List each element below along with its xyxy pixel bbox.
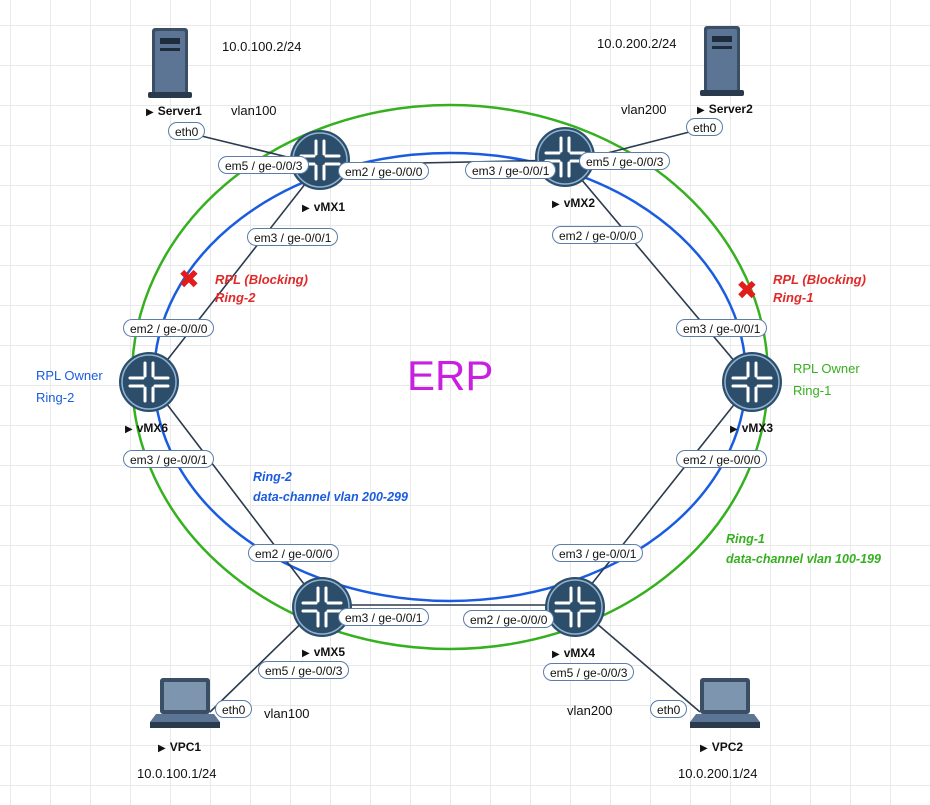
port-vmx5-em5[interactable]: em5 / ge-0/0/3 xyxy=(258,661,350,679)
link-vmx6-vmx5 xyxy=(149,381,321,606)
address-server2: 10.0.200.2/24 xyxy=(597,36,677,51)
router-vmx5-icon[interactable] xyxy=(292,577,352,637)
node-label-vpc2: VPC2 xyxy=(700,740,743,754)
port-vmx2-em3[interactable]: em3 / ge-0/0/1 xyxy=(465,161,557,179)
node-label-vmx3: vMX3 xyxy=(730,421,773,435)
link-vmx2-vmx3 xyxy=(564,159,753,383)
port-server1-eth0[interactable]: eth0 xyxy=(168,122,206,140)
address-server1: 10.0.100.2/24 xyxy=(222,39,302,54)
port-vmx2-em2[interactable]: em2 / ge-0/0/0 xyxy=(552,226,644,244)
port-vmx4-em3[interactable]: em3 / ge-0/0/1 xyxy=(552,544,644,562)
rpl-ring1-line1: RPL (Blocking) xyxy=(773,272,866,287)
ring1-description: Ring-1 data-channel vlan 100-199 xyxy=(726,529,881,569)
rpl-ring2-annotation: RPL (Blocking) Ring-2 xyxy=(215,271,308,307)
rpl-ring2-line1: RPL (Blocking) xyxy=(215,272,308,287)
vlan-vpc1: vlan100 xyxy=(264,706,310,721)
ring1-vlans: data-channel vlan 100-199 xyxy=(726,552,881,566)
port-vmx3-em2[interactable]: em2 / ge-0/0/0 xyxy=(676,450,768,468)
router-vmx3-icon[interactable] xyxy=(722,352,782,412)
port-vmx1-em3[interactable]: em3 / ge-0/0/1 xyxy=(247,228,339,246)
router-vmx6-icon[interactable] xyxy=(119,352,179,412)
port-vmx5-em2[interactable]: em2 / ge-0/0/0 xyxy=(248,544,340,562)
vlan-server1: vlan100 xyxy=(231,103,277,118)
owner-ring2-line1: RPL Owner xyxy=(36,368,103,383)
node-label-vmx5: vMX5 xyxy=(302,645,345,659)
port-vpc1-eth0[interactable]: eth0 xyxy=(215,700,253,718)
router-vmx4-icon[interactable] xyxy=(545,577,605,637)
port-vmx2-em5[interactable]: em5 / ge-0/0/3 xyxy=(579,152,671,170)
red-x-icon: ✖ xyxy=(736,275,758,305)
port-vmx6-em2[interactable]: em2 / ge-0/0/0 xyxy=(123,319,215,337)
vlan-vpc2: vlan200 xyxy=(567,703,613,718)
address-vpc1: 10.0.100.1/24 xyxy=(137,766,217,781)
rpl-owner-ring2: RPL Owner Ring-2 xyxy=(36,365,103,409)
node-label-server1: Server1 xyxy=(146,104,202,118)
rpl-ring2-line2: Ring-2 xyxy=(215,290,256,305)
rpl-ring1-annotation: RPL (Blocking) Ring-1 xyxy=(773,271,866,307)
node-label-vmx2: vMX2 xyxy=(552,196,595,210)
ring2-name: Ring-2 xyxy=(253,470,292,484)
port-vmx1-em5[interactable]: em5 / ge-0/0/3 xyxy=(218,156,310,174)
port-server2-eth0[interactable]: eth0 xyxy=(686,118,724,136)
node-label-vmx1: vMX1 xyxy=(302,200,345,214)
rpl-ring1-line2: Ring-1 xyxy=(773,290,814,305)
rpl-owner-ring1: RPL Owner Ring-1 xyxy=(793,358,860,402)
port-vmx5-em3[interactable]: em3 / ge-0/0/1 xyxy=(338,608,430,626)
port-vpc2-eth0[interactable]: eth0 xyxy=(650,700,688,718)
server1-icon[interactable] xyxy=(148,28,192,98)
port-vmx3-em3[interactable]: em3 / ge-0/0/1 xyxy=(676,319,768,337)
node-label-vpc1: VPC1 xyxy=(158,740,201,754)
owner-ring1-line1: RPL Owner xyxy=(793,361,860,376)
port-vmx1-em2[interactable]: em2 / ge-0/0/0 xyxy=(338,162,430,180)
link-vmx3-vmx4 xyxy=(574,381,753,606)
link-vmx1-vmx6 xyxy=(149,164,321,383)
port-vmx6-em3[interactable]: em3 / ge-0/0/1 xyxy=(123,450,215,468)
red-x-icon: ✖ xyxy=(178,264,200,294)
server2-icon[interactable] xyxy=(700,26,744,96)
owner-ring2-line2: Ring-2 xyxy=(36,390,75,405)
owner-ring1-line2: Ring-1 xyxy=(793,383,832,398)
diagram-title: ERP xyxy=(407,352,494,399)
ring2-vlans: data-channel vlan 200-299 xyxy=(253,490,408,504)
address-vpc2: 10.0.200.1/24 xyxy=(678,766,758,781)
node-label-server2: Server2 xyxy=(697,102,753,116)
port-vmx4-em2[interactable]: em2 / ge-0/0/0 xyxy=(463,610,555,628)
port-vmx4-em5[interactable]: em5 / ge-0/0/3 xyxy=(543,663,635,681)
ring2-description: Ring-2 data-channel vlan 200-299 xyxy=(253,467,408,507)
vpc1-icon[interactable] xyxy=(150,678,220,728)
ring1-name: Ring-1 xyxy=(726,532,765,546)
node-label-vmx4: vMX4 xyxy=(552,646,595,660)
node-label-vmx6: vMX6 xyxy=(125,421,168,435)
vlan-server2: vlan200 xyxy=(621,102,667,117)
vpc2-icon[interactable] xyxy=(690,678,760,728)
